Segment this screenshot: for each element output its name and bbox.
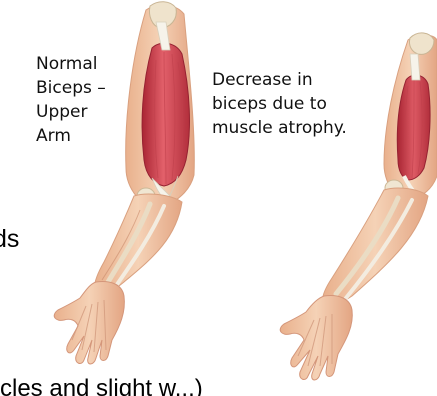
atrophy-biceps-label-line-2: biceps due to [212, 92, 347, 116]
normal-biceps-label-line-4: Arm [36, 124, 106, 148]
atrophy-hand [280, 296, 352, 380]
normal-biceps-label-line-2: Biceps – [36, 76, 106, 100]
normal-biceps-label-line-1: Normal [36, 52, 106, 76]
normal-biceps-label-line-3: Upper [36, 100, 106, 124]
normal-hand [54, 282, 124, 364]
atrophy-biceps-label-line-3: muscle atrophy. [212, 116, 347, 140]
atrophy-biceps-label: Decrease in biceps due to muscle atrophy… [212, 68, 347, 140]
atrophy-biceps-label-line-1: Decrease in [212, 68, 347, 92]
normal-biceps-label: Normal Biceps – Upper Arm [36, 52, 106, 148]
